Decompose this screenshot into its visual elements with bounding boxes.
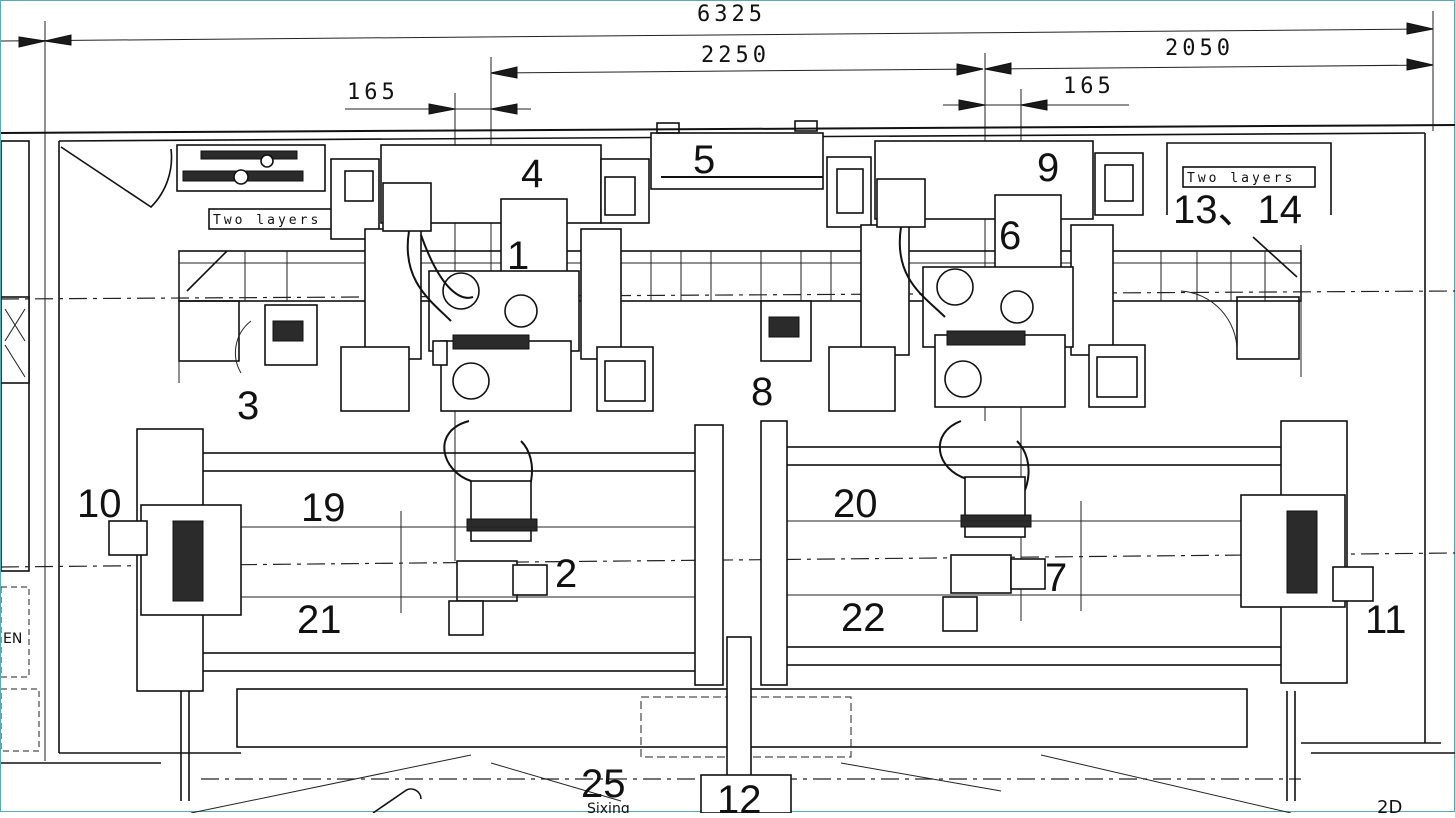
callout-5: 5 [693,138,715,182]
robot-right [760,178,1146,632]
valve-panel-right: Two layers [1166,142,1332,215]
callout-13-14: 13、14 [1173,188,1302,232]
callout-2: 2 [555,552,577,596]
callout-21: 21 [297,598,342,642]
callout-3: 3 [237,384,259,428]
callout-1: 1 [507,234,529,278]
corner-label: 2D [1377,797,1402,813]
callout-7: 7 [1045,556,1067,600]
callout-20: 20 [833,482,878,526]
bottom-conveyor: Sixing 2D [180,636,1402,818]
dim-right-offset: 165 [1063,74,1115,99]
tag-two-layers-left: Two layers [213,213,321,228]
dim-right-span: 2050 [1165,36,1234,61]
callout-6: 6 [999,214,1021,258]
left-edge-label: EN [3,631,22,647]
callouts: 1 2 3 4 5 6 7 8 9 10 11 12 13、14 19 20 2… [77,138,1407,818]
positioner-frames [108,420,1374,692]
callout-25: 25 [581,762,626,806]
callout-8: 8 [751,370,773,414]
callout-19: 19 [301,486,346,530]
callout-11: 11 [1365,598,1407,642]
callout-22: 22 [841,596,886,640]
dim-center-span: 2250 [701,43,770,68]
dim-left-offset: 165 [347,80,399,105]
callout-4: 4 [521,152,543,196]
robot-left [264,182,654,636]
tag-two-layers-right: Two layers [1187,171,1295,186]
callout-9: 9 [1037,146,1059,190]
callout-10: 10 [77,482,122,526]
dim-overall-width: 6325 [697,2,766,27]
valve-panel-left: Two layers [176,144,342,230]
callout-12: 12 [717,778,762,813]
